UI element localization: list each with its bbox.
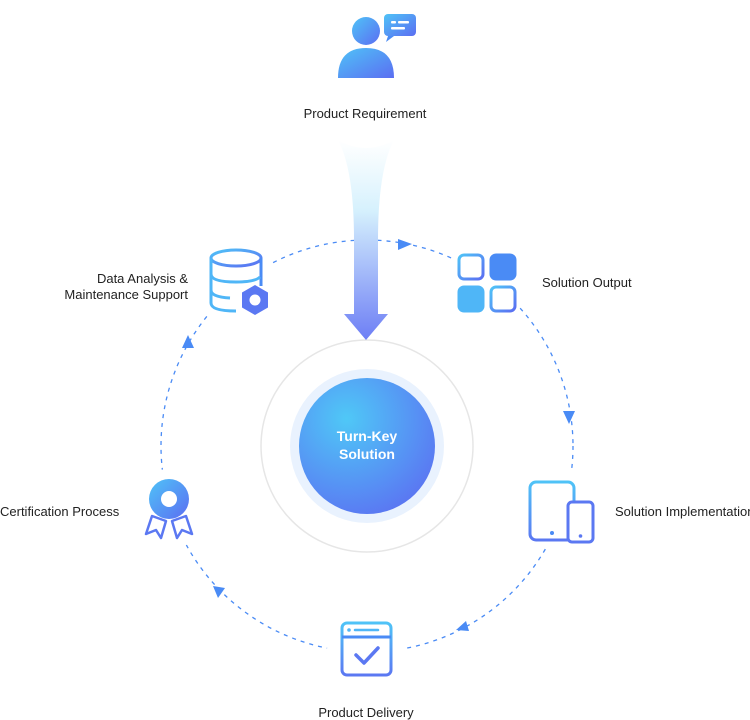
person-chat-icon	[338, 14, 416, 78]
hub-label-line1: Turn-Key	[336, 428, 398, 444]
label-solution-implementation: Solution Implementation	[615, 504, 750, 519]
arrowhead-right	[563, 411, 575, 424]
cycle-path	[160, 239, 574, 653]
label-certification-process: Certification Process	[0, 504, 120, 519]
label-product-requirement: Product Requirement	[303, 106, 427, 121]
arrowhead-bottom-left	[213, 586, 225, 598]
arrowhead-top	[398, 239, 412, 250]
devices-icon	[528, 480, 595, 544]
label-data-analysis-line1: Data Analysis &	[96, 271, 188, 286]
browser-check-icon	[340, 621, 393, 677]
hub-label: Turn-Key Solution	[297, 427, 437, 463]
label-data-analysis: Data Analysis & Maintenance Support	[48, 271, 188, 303]
label-solution-output: Solution Output	[542, 275, 632, 290]
hub-label-line2: Solution	[339, 446, 395, 462]
hub-core	[299, 378, 435, 514]
label-data-analysis-line2: Maintenance Support	[64, 287, 188, 302]
gap-mask-top-left	[195, 243, 279, 327]
arrowhead-left	[182, 335, 194, 348]
gap-mask-bottom	[327, 610, 407, 690]
label-product-delivery: Product Delivery	[318, 705, 414, 720]
award-ribbon-icon	[144, 479, 194, 540]
arrowhead-bottom-right	[456, 621, 469, 631]
grid-icon	[457, 253, 517, 313]
database-gear-icon	[209, 248, 268, 315]
gap-mask-top-right	[445, 240, 529, 324]
funnel-arrow	[338, 140, 394, 340]
